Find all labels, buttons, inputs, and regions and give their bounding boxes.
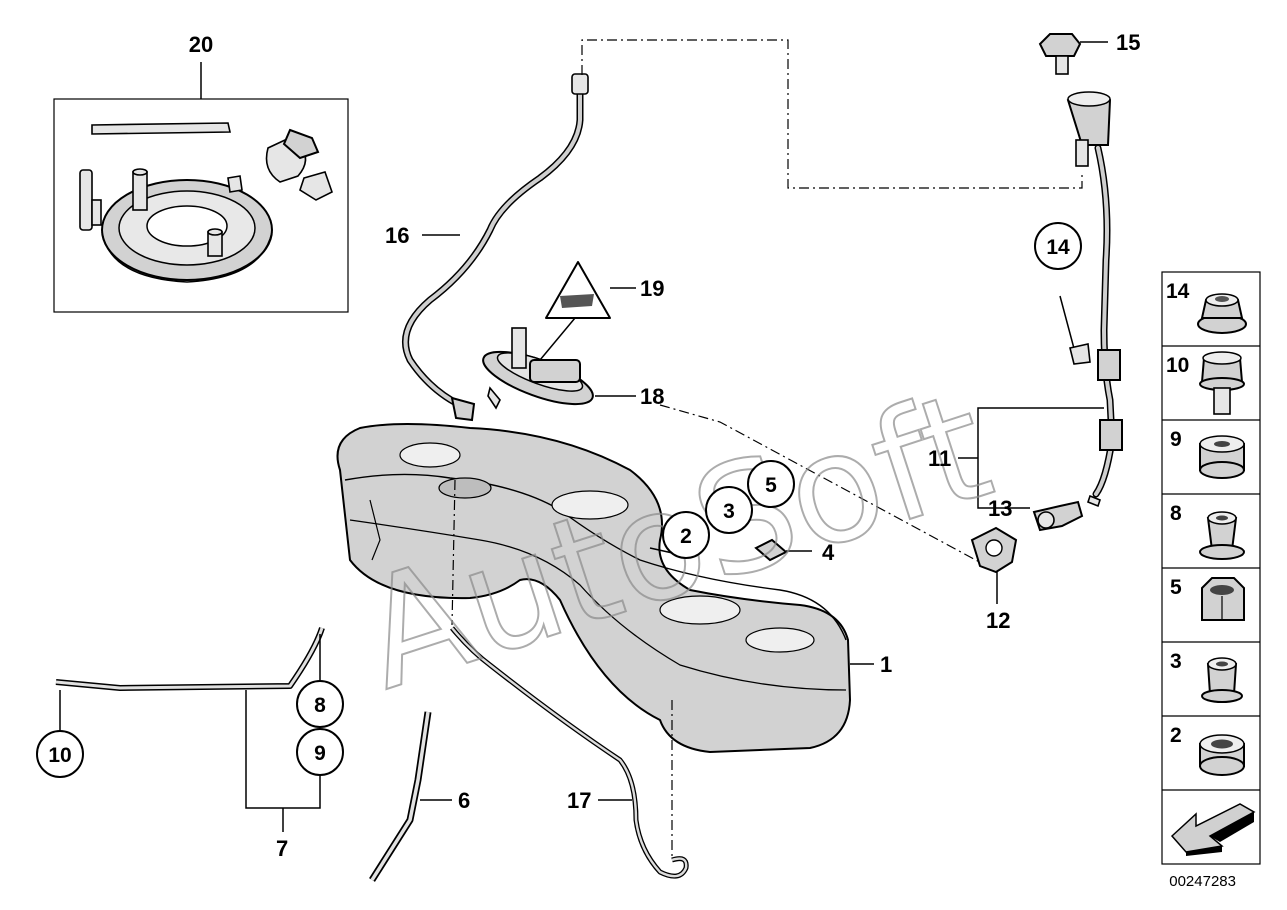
bushing-icon	[1201, 657, 1243, 703]
callout-13: 13	[988, 496, 1012, 521]
part-1-fuel-tank	[336, 423, 874, 754]
callout-6: 6	[458, 788, 470, 813]
part-7-tank-strap	[55, 627, 325, 832]
callout-circle-14: 14	[1034, 222, 1082, 270]
callout-circle-10: 10	[36, 730, 84, 778]
callout-1: 1	[880, 652, 892, 677]
callout-20: 20	[189, 32, 213, 57]
part-11-filler-pipe	[958, 91, 1123, 509]
connection-line-12	[659, 404, 986, 566]
legend-label-9: 9	[1170, 428, 1182, 451]
callout-circle-8: 8	[296, 680, 344, 728]
legend-label-10: 10	[1166, 354, 1189, 377]
callout-11: 11	[928, 446, 951, 471]
callout-circle-5: 5	[747, 460, 795, 508]
part-15-filler-cap	[1038, 33, 1108, 75]
part-17-fuel-line	[450, 626, 689, 879]
connection-line-16	[581, 39, 1083, 189]
callout-15: 15	[1116, 30, 1140, 55]
part-20-kit-box	[53, 62, 349, 313]
part-18-fuel-sensor	[482, 317, 636, 410]
legend-label-3: 3	[1170, 650, 1182, 673]
legend-label-14: 14	[1166, 280, 1190, 303]
svg-text:10: 10	[48, 744, 71, 767]
legend-label-8: 8	[1170, 502, 1182, 525]
callout-18: 18	[640, 384, 664, 409]
callout-19: 19	[640, 276, 664, 301]
callout-circle-9: 9	[296, 728, 344, 776]
part-19-warning-label	[545, 261, 636, 319]
hardware-legend: 14 10 9 8 5	[1161, 271, 1261, 865]
legend-label-2: 2	[1170, 724, 1182, 747]
part-14-clip	[1069, 343, 1091, 365]
part-14-leader	[1059, 295, 1077, 357]
svg-text:3: 3	[723, 500, 735, 523]
hex-bolt-icon	[1199, 351, 1245, 415]
svg-text:14: 14	[1046, 236, 1070, 259]
spacer-sleeve-icon	[1199, 511, 1245, 560]
svg-text:9: 9	[314, 742, 326, 765]
callout-7: 7	[276, 836, 288, 861]
direction-arrow-icon	[1170, 803, 1256, 856]
callout-circle-3: 3	[705, 486, 753, 534]
connection-line-17	[451, 479, 456, 626]
callout-12: 12	[986, 608, 1010, 633]
legend-label-5: 5	[1170, 576, 1182, 599]
callout-17: 17	[567, 788, 591, 813]
part-6-tank-strap	[369, 711, 452, 882]
callout-16: 16	[385, 223, 409, 248]
hex-flange-nut-icon	[1197, 293, 1247, 334]
callout-circle-2: 2	[662, 511, 710, 559]
part-12-holder	[970, 526, 1018, 604]
rubber-ring-icon	[1199, 734, 1245, 776]
part-16-vent-hose	[402, 73, 589, 422]
svg-text:2: 2	[680, 525, 692, 548]
svg-text:5: 5	[765, 474, 777, 497]
callout-4: 4	[822, 540, 835, 565]
part-4-gasket	[754, 538, 812, 562]
rubber-grommet-icon	[1199, 435, 1245, 479]
document-number: 00247283	[1169, 873, 1236, 890]
part-13-valve	[1032, 500, 1084, 532]
svg-text:8: 8	[314, 694, 326, 717]
hex-nut-icon	[1201, 577, 1245, 621]
